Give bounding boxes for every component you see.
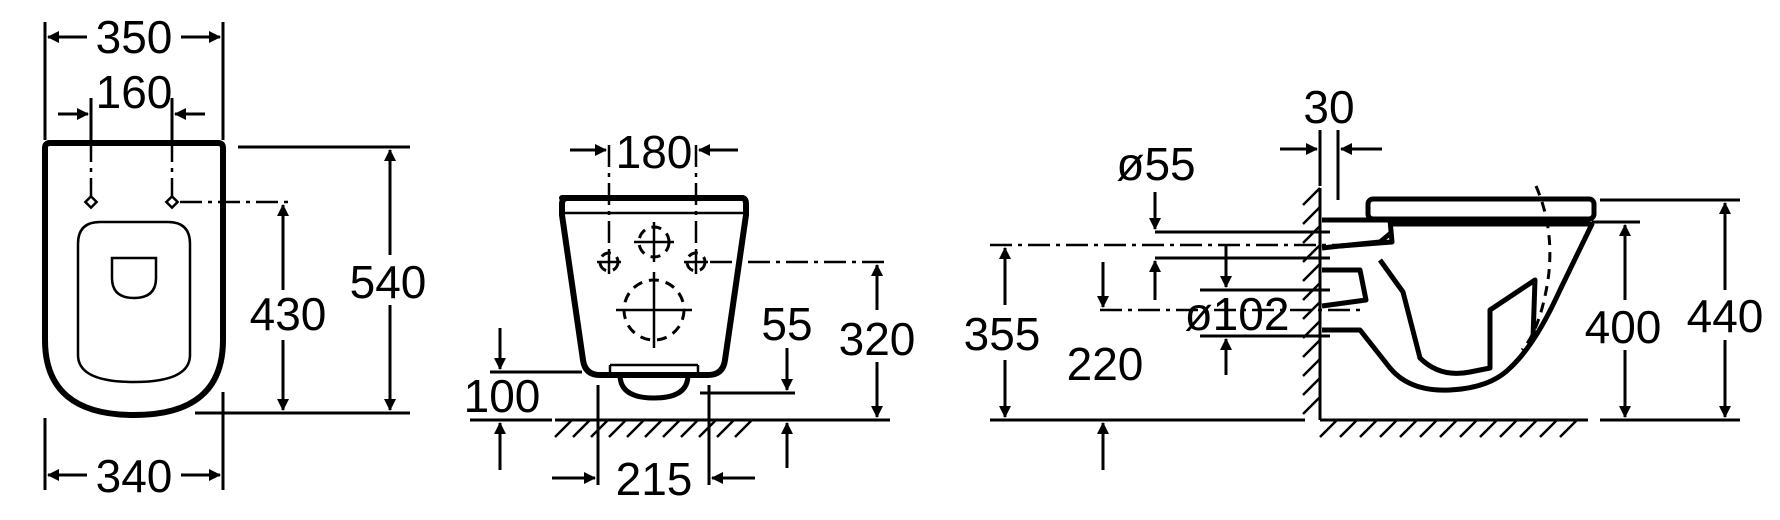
dim-outlet-width-label: 215 <box>616 453 693 505</box>
dim-total-height-side-label: 440 <box>1687 290 1764 342</box>
dim-fixing-spacing-label: 160 <box>96 66 173 118</box>
dim-inlet-diameter-label: ø55 <box>1116 138 1195 190</box>
front-bowl-outline <box>42 140 226 418</box>
dim-fixing-height-label: 430 <box>250 288 327 340</box>
side-bowl-outline <box>1322 221 1595 393</box>
dim-total-height-label: 540 <box>350 256 427 308</box>
front-fixing-right <box>164 194 180 210</box>
front-view: 350 160 340 430 540 <box>42 11 427 502</box>
wall-hatch <box>1302 187 1321 415</box>
front-flush-opening <box>110 256 158 300</box>
dim-outlet-diameter-label: ø102 <box>1185 288 1290 340</box>
dim-outlet-offset-label: 55 <box>761 298 812 350</box>
side-view: 30 ø55 ø102 355 220 400 440 <box>964 81 1764 470</box>
rear-fixing-right <box>684 250 708 274</box>
dim-base-width-label: 340 <box>96 450 173 502</box>
side-floor-hatch <box>1319 419 1578 438</box>
rear-floor-hatch <box>554 419 753 438</box>
dim-bowl-height-label: 400 <box>1585 301 1662 353</box>
rear-outlet <box>617 374 691 401</box>
side-bowl-inner <box>1339 230 1538 376</box>
front-fixing-left <box>83 194 99 210</box>
dim-rear-fixing-spacing-label: 180 <box>616 126 693 178</box>
rear-outlet-circle <box>616 272 692 348</box>
rear-view: 180 100 55 320 215 <box>464 126 916 505</box>
rear-fixing-left <box>597 250 621 274</box>
side-seat <box>1365 196 1597 222</box>
side-rim-dashed <box>1520 185 1552 352</box>
dim-inlet-height-label: 355 <box>964 308 1041 360</box>
dim-total-width-label: 350 <box>96 11 173 63</box>
dim-bottom-height-label: 100 <box>464 370 541 422</box>
dim-wall-gap-label: 30 <box>1303 81 1354 133</box>
dim-rear-fixing-height-label: 320 <box>839 313 916 365</box>
front-seat-outline <box>76 220 192 384</box>
dim-outlet-height-label: 220 <box>1067 338 1144 390</box>
rear-inlet-circle <box>634 222 674 262</box>
side-outlet-spigot <box>1321 217 1395 309</box>
